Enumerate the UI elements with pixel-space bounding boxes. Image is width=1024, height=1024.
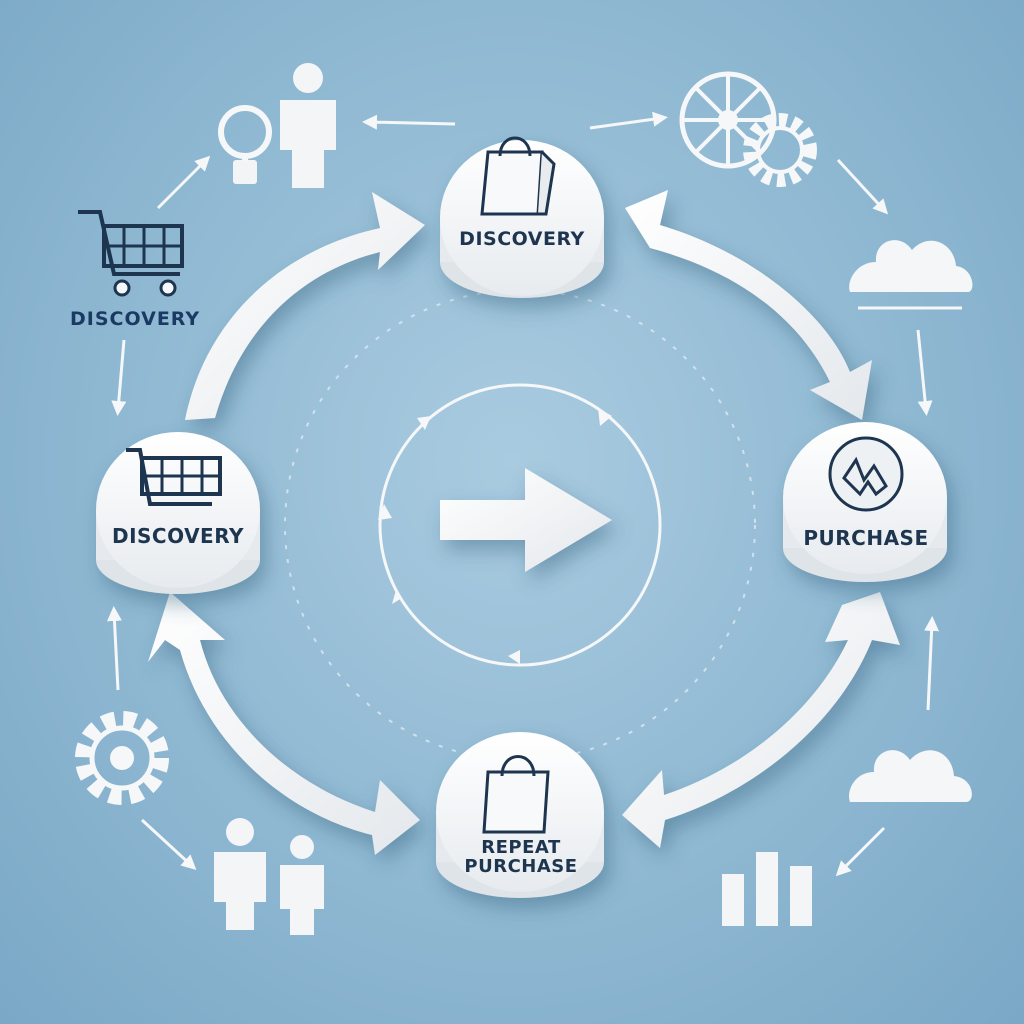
arrow-right-to-bottom (622, 592, 900, 848)
shopping-cart-icon (126, 448, 222, 506)
cloud-icon (849, 240, 973, 310)
node-left (96, 432, 260, 594)
small-arrow (924, 616, 940, 711)
node-left-label: DISCOVERY (111, 524, 245, 548)
shopping-bag-icon (482, 755, 550, 834)
gear-icon (75, 711, 169, 805)
node-top-label: DISCOVERY (459, 228, 585, 250)
node-bottom-label-line2: PURCHASE (464, 856, 578, 877)
small-arrow (156, 155, 211, 210)
node-top (440, 136, 604, 298)
shopping-bag-icon (480, 136, 556, 216)
small-arrow (916, 329, 933, 416)
arrow-right-icon (440, 468, 612, 572)
node-bottom-label: REPEAT PURCHASE (448, 838, 594, 876)
small-arrow (106, 606, 122, 691)
cloud-icon (849, 750, 972, 802)
small-arrow (140, 818, 197, 871)
small-arrow (835, 826, 886, 877)
small-arrow (362, 114, 456, 130)
bar-chart-icon (722, 852, 812, 926)
person-icon (280, 63, 336, 188)
shopping-cart-icon (78, 210, 184, 297)
checkmark-icon (828, 436, 904, 512)
magnifier-icon (218, 105, 272, 184)
small-arrow (589, 111, 668, 130)
side-cart-label: DISCOVERY (70, 308, 201, 330)
inner-cycle (378, 383, 662, 667)
arrow-left-to-bottom (148, 592, 420, 855)
arrow-left-to-top (185, 192, 425, 420)
gear-icon (743, 113, 817, 187)
small-arrow (111, 339, 127, 416)
node-right-label: PURCHASE (803, 526, 929, 550)
node-bottom (436, 732, 604, 898)
arrow-top-to-right (625, 190, 872, 420)
person-pair-icon (214, 818, 324, 935)
node-right (783, 422, 947, 582)
gear-wheel-icon (679, 71, 777, 169)
small-arrow (836, 158, 889, 215)
node-bottom-label-line1: REPEAT (481, 837, 561, 858)
